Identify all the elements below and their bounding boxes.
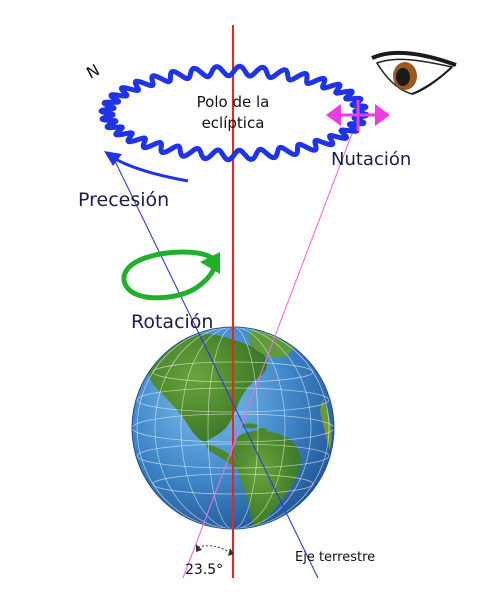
nutation-label: Nutación (331, 149, 412, 170)
eye-icon (371, 50, 457, 95)
sight-line (182, 117, 359, 579)
precession-label: Precesión (78, 189, 170, 211)
tilt-angle-arrowhead (228, 548, 234, 556)
precession-ring (98, 63, 370, 163)
tilt-angle-arc (197, 545, 230, 553)
precession-arrow-icon (104, 151, 189, 183)
central-america-landmass (205, 442, 240, 468)
ecliptic-pole-label-line1: Polo de la (196, 93, 270, 111)
rotation-arrow-icon (121, 249, 220, 301)
tilt-angle-arrowhead (196, 544, 202, 552)
tilt-angle-label: 23.5° (185, 562, 224, 578)
ecliptic-pole-label-line2: eclíptica (201, 114, 265, 132)
island (242, 423, 258, 429)
earth-axis-label: Eje terrestre (295, 550, 376, 565)
rotation-label: Rotación (131, 311, 214, 333)
island (257, 428, 267, 432)
earth-axis-line (111, 154, 319, 579)
south-america-landmass (234, 430, 301, 529)
ecliptic-pole-label: Polo de la eclíptica (168, 92, 298, 134)
nutation-double-arrow-icon (326, 100, 390, 131)
